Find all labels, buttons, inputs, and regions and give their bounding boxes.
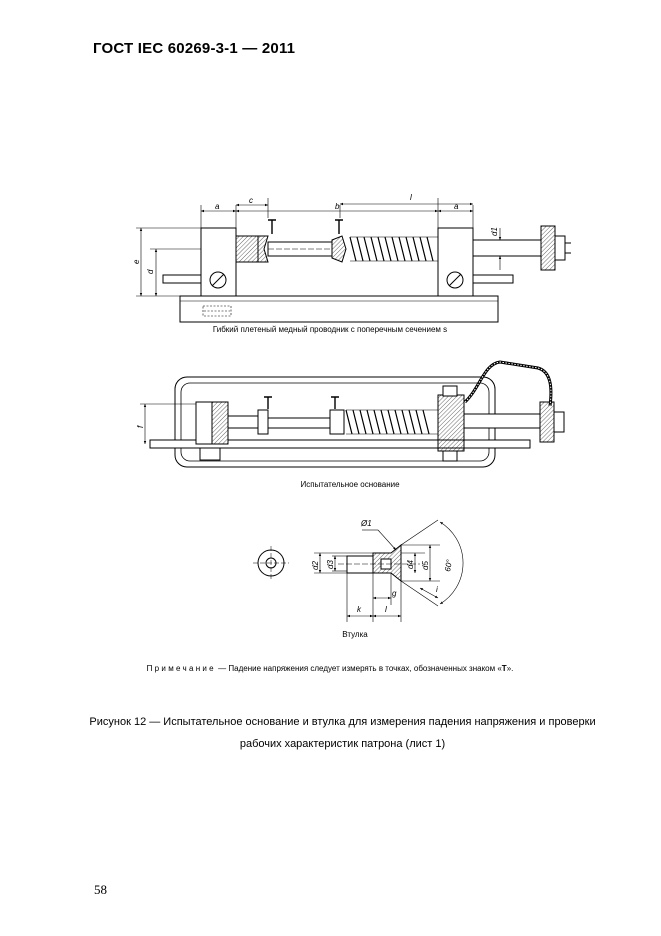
dim-label-c: c [249, 196, 253, 205]
drawing-side-view [136, 198, 571, 323]
drawing-bush [253, 519, 464, 622]
dim-label-d: d [146, 269, 155, 274]
dim-label-b: b [335, 202, 340, 211]
knurled-knob [540, 225, 556, 271]
dim-label-k: k [357, 605, 362, 614]
dim-label-l: l [410, 193, 412, 202]
caption-test-base: Испытательное основание [300, 480, 400, 489]
conductor-rod-right [472, 239, 542, 257]
figure-caption: Рисунок 12 — Испытательное основание и в… [70, 711, 615, 755]
knob-end [554, 235, 566, 261]
caption-conductor: Гибкий плетеный медный проводник с попер… [212, 325, 448, 334]
left-bush-hatched [235, 235, 259, 263]
dim-label-dia1: Ø1 [360, 519, 372, 528]
note-tail: ». [506, 664, 514, 673]
note-text: — Падение напряжения следует измерять в … [215, 664, 502, 673]
note-mark: T [501, 664, 507, 673]
caption-bush: Втулка [342, 630, 368, 639]
knurled-knob-top [539, 401, 555, 443]
dim-label-d1: d1 [490, 227, 499, 236]
dim-label-f: f [136, 425, 145, 428]
dim-label-angle: 60° [443, 558, 454, 572]
dim-label-a-right: a [454, 202, 459, 211]
page-number: 58 [94, 882, 107, 897]
dim-label-i: i [436, 585, 438, 594]
mounting-bar [149, 439, 531, 449]
spring-coil [349, 236, 438, 262]
dim-label-a-left: a [215, 202, 220, 211]
base-plate [179, 295, 499, 323]
right-holder [437, 394, 465, 452]
note-lead: Примечание [146, 664, 216, 673]
dim-label-d2: d2 [311, 561, 320, 570]
figure-caption-line1: Рисунок 12 — Испытательное основание и в… [89, 716, 596, 728]
dim-label-l-bush: l [385, 605, 387, 614]
left-contact-cap [257, 235, 269, 263]
dim-label-g: g [392, 589, 397, 598]
dim-label-d3: d3 [326, 560, 335, 569]
note: Примечание — Падение напряжения следует … [100, 664, 560, 673]
document-header: ГОСТ IEC 60269-3-1 — 2011 [93, 40, 296, 57]
dim-label-e: e [132, 259, 141, 264]
conductor-top [267, 417, 331, 429]
dim-label-d4: d4 [406, 560, 415, 569]
bush-shank [346, 555, 374, 574]
spring-coil-top [345, 409, 438, 435]
dim-label-d5: d5 [421, 561, 430, 570]
base-hidden-lines [202, 305, 232, 317]
figure-caption-line2: рабочих характеристик патрона (лист 1) [239, 738, 446, 750]
right-contact-cap [331, 235, 347, 263]
drawing-top-view [140, 360, 565, 468]
